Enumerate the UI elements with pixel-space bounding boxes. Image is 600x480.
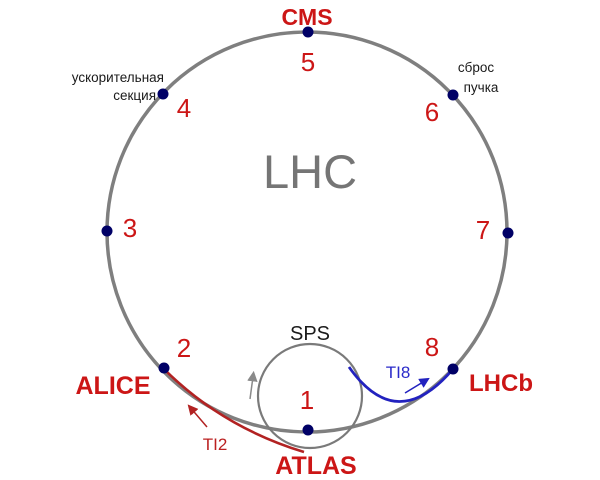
lhc-title: LHC: [263, 145, 357, 198]
point-5-dot: [302, 26, 314, 38]
sps-label: SPS: [290, 323, 330, 345]
accelerating-section-note-line1: ускорительная: [72, 70, 164, 85]
point-1-number: 1: [300, 385, 314, 415]
alice-label: ALICE: [76, 372, 151, 400]
ti8-transfer-line: [347, 366, 455, 403]
point-1-dot: [302, 424, 314, 436]
ti8-label: TI8: [386, 363, 411, 382]
point-8-number: 8: [425, 332, 439, 362]
point-8-dot: [447, 363, 459, 375]
sps-direction-arrow: [247, 370, 258, 400]
point-3-dot: [101, 225, 113, 237]
lhcb-label: LHCb: [469, 370, 533, 397]
cms-label: CMS: [281, 4, 332, 30]
point-6-number: 6: [425, 97, 439, 127]
point-7-dot: [502, 227, 514, 239]
atlas-label: ATLAS: [275, 452, 356, 480]
point-2-dot: [158, 362, 170, 374]
ti2-direction-arrow: [187, 404, 208, 428]
point-7-number: 7: [476, 215, 490, 245]
point-6-dot: [447, 89, 459, 101]
point-4-dot: [157, 88, 169, 100]
beam-dump-note-line2: пучка: [464, 80, 499, 95]
point-2-number: 2: [177, 333, 191, 363]
point-3-number: 3: [123, 213, 137, 243]
sps-ring: [256, 342, 364, 450]
ti2-label: TI2: [203, 435, 228, 454]
ti2-transfer-line: [163, 368, 305, 454]
accelerating-section-note-line2: секция: [113, 88, 156, 103]
point-4-number: 4: [177, 93, 191, 123]
point-5-number: 5: [301, 47, 315, 77]
ti8-direction-arrow: [404, 377, 430, 394]
beam-dump-note-line1: сброс: [458, 60, 494, 75]
